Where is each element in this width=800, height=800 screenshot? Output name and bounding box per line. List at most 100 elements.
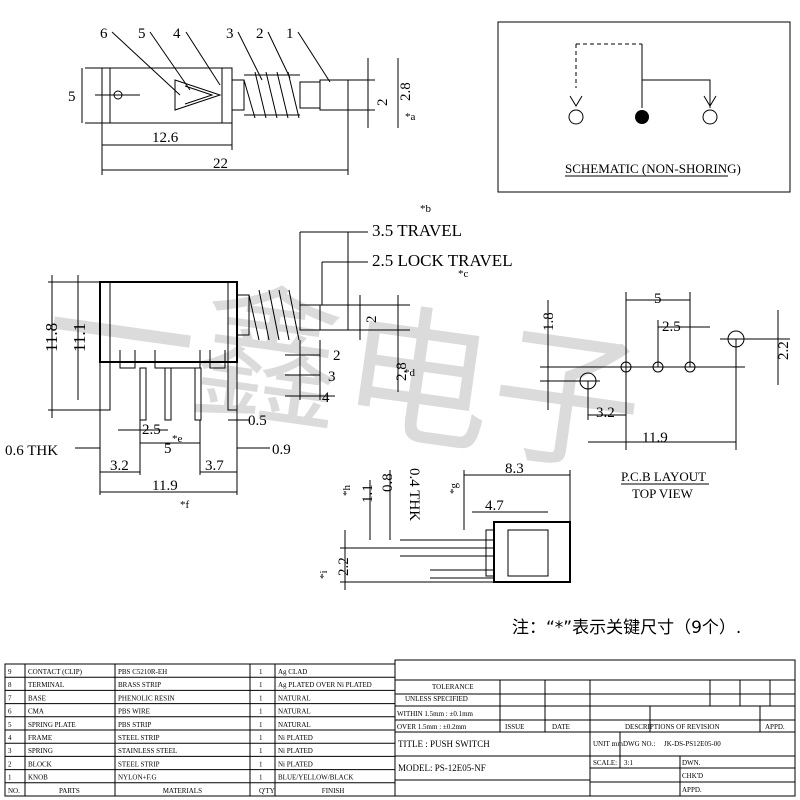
parts-cell: 1 — [259, 668, 263, 676]
side-view: 11.8 11.1 3.5 TRAVEL *b 2.5 LOCK TRAVEL … — [5, 203, 513, 511]
dim-11-1: 11.1 — [70, 323, 89, 352]
pcb-dim-2-2: 2.2 — [776, 341, 792, 360]
dim-lock-travel: 2.5 LOCK TRAVEL — [372, 251, 513, 270]
parts-cell: 8 — [8, 681, 12, 689]
dim-0-9: 0.9 — [272, 442, 291, 458]
schematic-terminal-common — [635, 110, 649, 124]
front-dim-1-1: 1.1 — [360, 484, 376, 503]
dim-pitch-5: 5 — [164, 441, 172, 457]
schematic-terminal-right — [702, 109, 718, 125]
dim-height-5: 5 — [68, 89, 76, 105]
appd-header: APPD. — [765, 723, 785, 731]
scale-value: 3:1 — [624, 759, 633, 767]
part-label-4: 4 — [173, 26, 181, 42]
parts-cell: BASE — [28, 694, 46, 702]
parts-cell: BLUE/YELLOW/BLACK — [278, 774, 353, 782]
parts-cell: 1 — [259, 721, 263, 729]
dim-total-22: 22 — [213, 156, 228, 172]
drawing-model: MODEL: PS-12E05-NF — [398, 763, 486, 773]
drawn-label: DWN. — [682, 759, 701, 767]
mark-e: *e — [172, 433, 183, 445]
mark-d: *d — [404, 367, 416, 379]
dim-3-2: 3.2 — [110, 458, 129, 474]
pcb-dim-5: 5 — [654, 291, 662, 307]
tolerance-within: WITHIN 1.5mm : ±0.1mm — [397, 710, 474, 718]
title-block: TOLERANCE UNLESS SPECIFIED WITHIN 1.5mm … — [394, 659, 796, 797]
dim-body-12-6: 12.6 — [152, 130, 179, 146]
part-label-1: 1 — [286, 26, 294, 42]
scale-label: SCALE: — [593, 759, 617, 767]
parts-cell: 1 — [259, 708, 263, 716]
schematic-box: SCHEMATIC (NON-SHORING) — [497, 21, 791, 193]
dim-tip-2-8: 2.8 — [398, 82, 414, 101]
front-dim-2-2: 2.2 — [336, 557, 352, 576]
dim-side-2a: 2 — [364, 316, 380, 324]
pcb-dim-2-5: 2.5 — [662, 319, 681, 335]
parts-cell: 1 — [259, 734, 263, 742]
parts-cell: KNOB — [28, 774, 48, 782]
parts-header-cell: Q'TY — [259, 787, 275, 795]
parts-cell: 1 — [259, 760, 263, 768]
dim-11-8: 11.8 — [42, 323, 61, 352]
parts-cell: 2 — [8, 760, 12, 768]
dim-side-4: 4 — [322, 390, 330, 406]
parts-cell: STEEL STRIP — [118, 734, 160, 742]
pcb-layout: 5 2.5 1.8 2.2 3.2 11.9 P.C.B LAYOUT TOP … — [540, 291, 792, 501]
issue-header: ISSUE — [505, 723, 524, 731]
parts-cell: 9 — [8, 668, 12, 676]
mark-b: *b — [420, 203, 432, 215]
parts-cell: TERMINAL — [28, 681, 64, 689]
parts-cell: 1 — [259, 774, 263, 782]
parts-cell: Ag CLAD — [278, 668, 307, 676]
drawing-title: TITLE : PUSH SWITCH — [398, 739, 490, 749]
parts-cell: 1 — [259, 681, 263, 689]
schematic-caption: SCHEMATIC (NON-SHORING) — [565, 161, 741, 176]
dim-side-2b: 2 — [333, 348, 341, 364]
parts-cell: NATURAL — [278, 708, 311, 716]
parts-cell: Ni PLATED — [278, 747, 313, 755]
dim-0-6-thk: 0.6 THK — [5, 443, 58, 459]
pcb-title: P.C.B LAYOUT — [621, 469, 706, 484]
parts-cell: NYLON+F.G — [118, 774, 157, 782]
pcb-dim-3-2: 3.2 — [596, 405, 615, 421]
dim-3-7: 3.7 — [205, 458, 224, 474]
mark-a: *a — [405, 111, 416, 123]
parts-header-cell: MATERIALS — [163, 787, 202, 795]
top-view: 5 2 2.8 *a 12.6 22 6 5 4 3 2 1 — [68, 26, 416, 175]
part-label-3: 3 — [226, 26, 234, 42]
parts-cell: STAINLESS STEEL — [118, 747, 177, 755]
parts-cell: STEEL STRIP — [118, 760, 160, 768]
parts-cell: NATURAL — [278, 721, 311, 729]
parts-cell: SPRING — [28, 747, 53, 755]
date-header: DATE — [552, 723, 570, 731]
dwg-no-value: JK-DS-PS12E05-00 — [664, 740, 721, 748]
mark-i: *i — [318, 570, 330, 579]
parts-cell: Ni PLATED — [278, 760, 313, 768]
schematic-terminal-left — [568, 109, 584, 125]
mark-h: *h — [341, 485, 353, 497]
parts-cell: PBS WIRE — [118, 708, 150, 716]
parts-header-cell: NO. — [8, 787, 20, 795]
parts-cell: 7 — [8, 694, 12, 702]
front-dim-0-8: 0.8 — [380, 473, 396, 492]
unless-specified: UNLESS SPECIFIED — [405, 695, 468, 703]
mark-f: *f — [180, 499, 190, 511]
front-dim-0-4-thk: 0.4 THK — [406, 468, 422, 521]
mark-c: *c — [458, 268, 469, 280]
checked-label: CHK'D — [682, 772, 703, 780]
critical-dims-note: 注：“*”表示关键尺寸（9个）. — [512, 618, 741, 638]
parts-cell: BLOCK — [28, 760, 52, 768]
pcb-dim-1-8: 1.8 — [541, 312, 557, 331]
front-dim-4-7: 4.7 — [485, 498, 504, 514]
parts-header-cell: FINISH — [322, 787, 345, 795]
dim-11-9: 11.9 — [152, 478, 178, 494]
parts-cell: NATURAL — [278, 694, 311, 702]
parts-cell: 5 — [8, 721, 12, 729]
dim-side-2-8: 2.8 — [394, 362, 410, 381]
parts-header-cell: PARTS — [59, 787, 80, 795]
parts-cell: PBS C5210R-EH — [118, 668, 167, 676]
parts-cell: SPRING PLATE — [28, 721, 76, 729]
parts-cell: PHENOLIC RESIN — [118, 694, 175, 702]
